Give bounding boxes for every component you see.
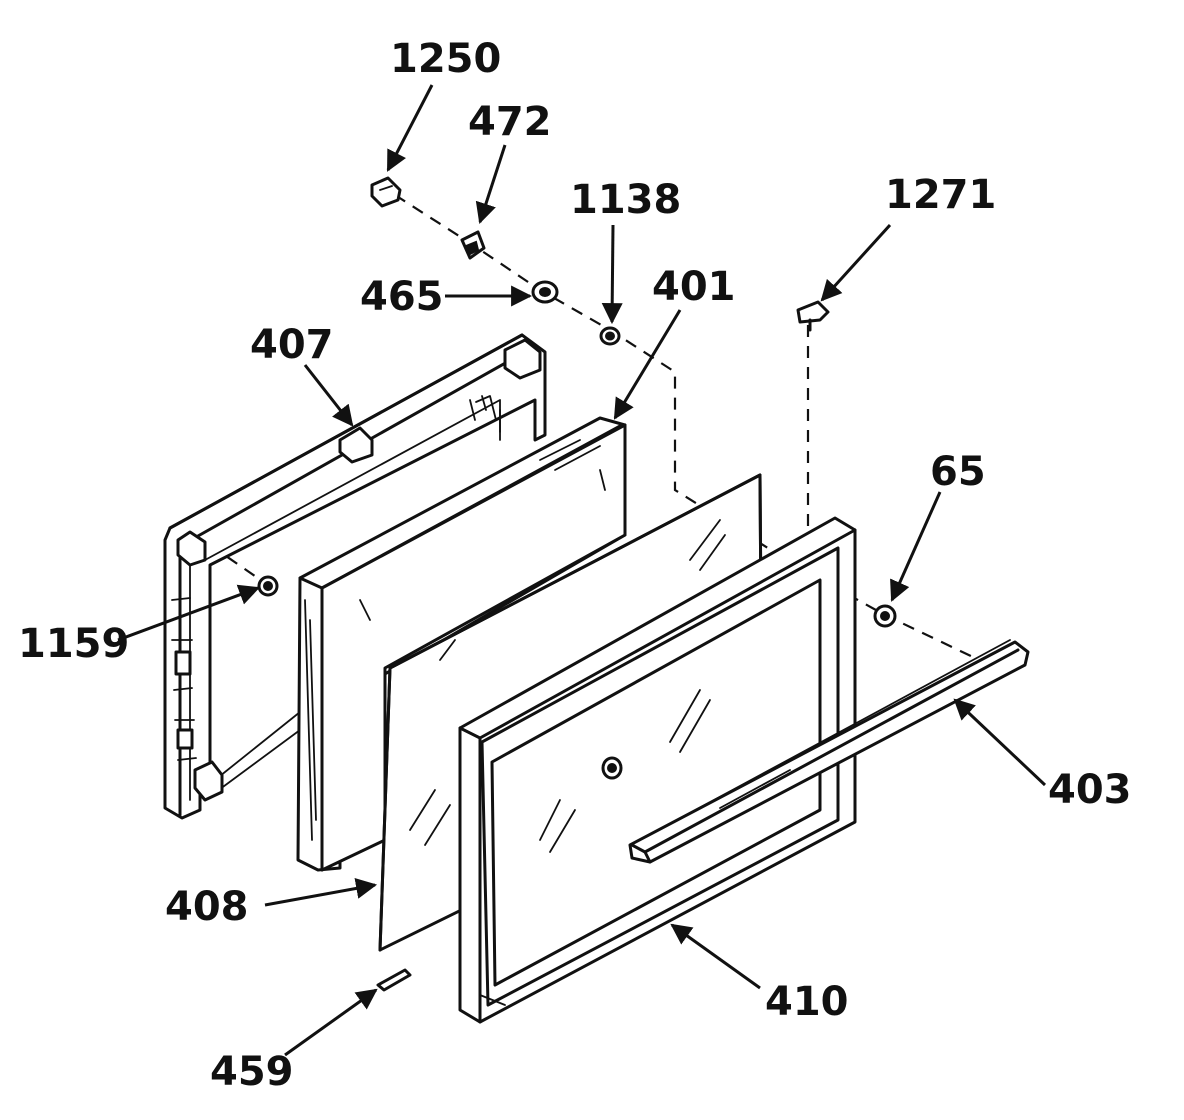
- label-472: 472: [468, 99, 552, 145]
- part-403-handle: [628, 639, 1030, 864]
- label-401: 401: [652, 264, 736, 310]
- part-407-inner-door-frame: [163, 333, 547, 820]
- label-407: 407: [250, 322, 334, 368]
- label-410: 410: [765, 979, 849, 1025]
- part-1250-screw: [370, 176, 402, 208]
- part-401-insulation-block: [296, 416, 627, 872]
- part-inner-washer: [601, 756, 623, 780]
- label-465: 465: [360, 274, 444, 320]
- part-410-outer-door-frame: [458, 516, 857, 1024]
- part-65-washer: [873, 604, 897, 628]
- label-1271: 1271: [885, 172, 996, 218]
- part-472-clip: [460, 230, 486, 260]
- label-459: 459: [210, 1049, 294, 1095]
- label-403: 403: [1048, 767, 1132, 813]
- label-1138: 1138: [570, 177, 681, 223]
- part-labels: 1250 472 1138 1271 465 401 407 65 1159 4…: [18, 36, 1132, 1095]
- part-459-pin: [376, 968, 412, 992]
- part-1271-screw: [796, 300, 830, 332]
- label-1159: 1159: [18, 621, 129, 667]
- label-408: 408: [165, 884, 249, 930]
- part-465-bushing: [531, 280, 559, 304]
- label-65: 65: [930, 449, 986, 495]
- label-1250: 1250: [390, 36, 501, 82]
- part-1138-washer: [599, 326, 621, 346]
- leader-arrows: [117, 84, 1047, 1057]
- part-1159-washer: [257, 575, 279, 597]
